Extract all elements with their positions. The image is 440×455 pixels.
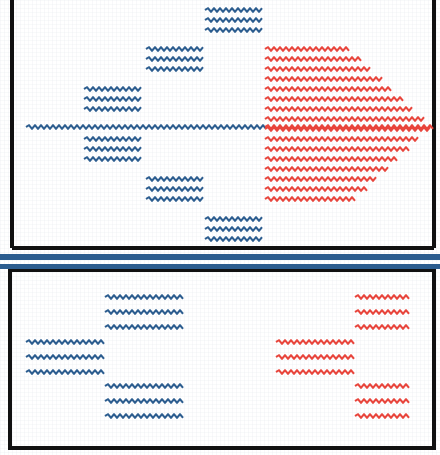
funnel-line-red bbox=[265, 177, 376, 181]
divider-bar-upper bbox=[0, 254, 440, 260]
divider-bar-lower bbox=[0, 264, 440, 269]
